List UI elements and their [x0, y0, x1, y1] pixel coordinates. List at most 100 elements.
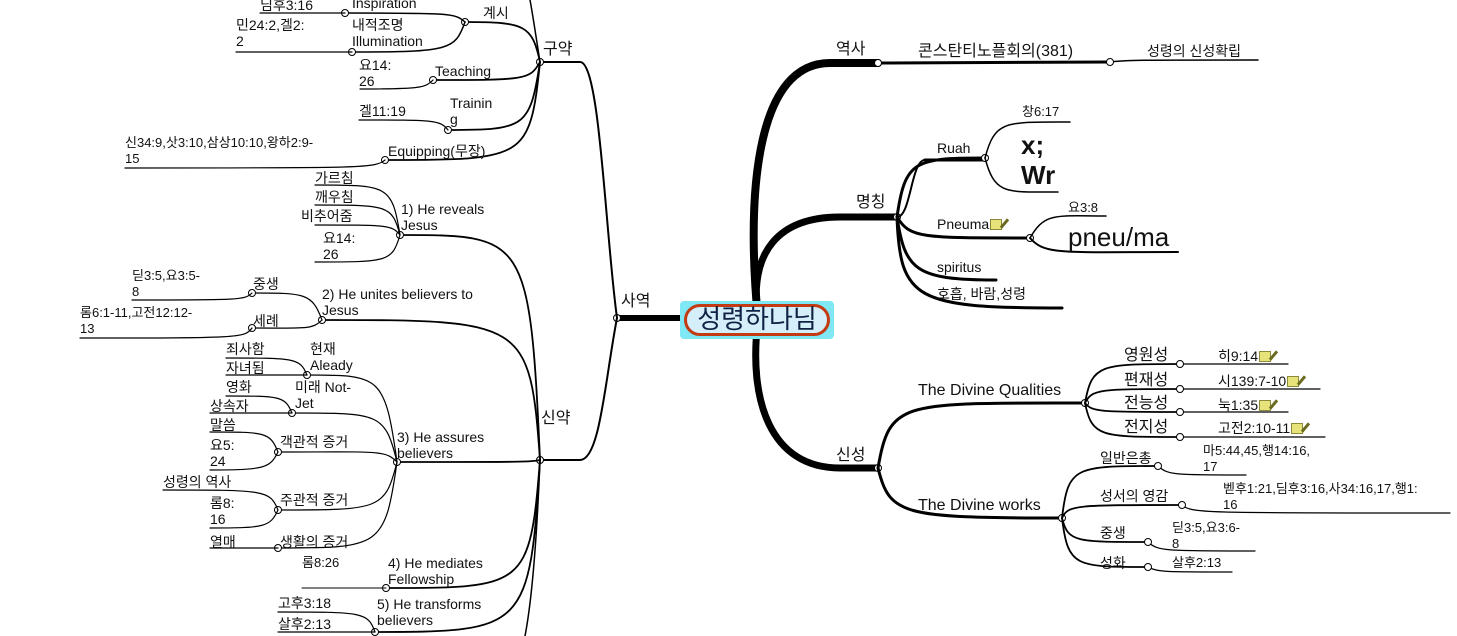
collapse-handle[interactable] — [1106, 58, 1114, 66]
quality-item-2[interactable]: 전능성 — [1124, 395, 1169, 412]
collapse-handle[interactable] — [874, 59, 882, 67]
leaf-subjective-1[interactable]: 롬8: 16 — [210, 495, 235, 527]
note-icon[interactable] — [1259, 351, 1272, 362]
leaf-already-0[interactable]: 죄사함 — [226, 341, 265, 357]
greek-pneuma[interactable]: pneu/ma — [1068, 222, 1170, 252]
topic-already[interactable]: 현재 Aleady — [310, 341, 353, 373]
topic-old-testament[interactable]: 구약 — [543, 41, 573, 58]
branch-new-testament-down — [524, 459, 541, 636]
topic-rebirth[interactable]: 중생 — [253, 276, 279, 292]
collapse-handle[interactable] — [1144, 563, 1152, 571]
topic-equipping[interactable]: Equipping(무장) — [388, 143, 486, 159]
topic-baptism[interactable]: 세례 — [253, 313, 279, 329]
topic-illumination[interactable]: 내적조명 Illumination — [352, 17, 423, 49]
ref-training[interactable]: 겔11:19 — [359, 103, 406, 119]
topic-inspiration[interactable]: Inspiration — [352, 0, 417, 11]
topic-divine-works[interactable]: The Divine works — [918, 497, 1041, 514]
leaf-line-not-yet-0 — [225, 395, 293, 414]
leaf-life-0[interactable]: 열매 — [210, 534, 236, 550]
quality-item-1[interactable]: 편재성 — [1124, 372, 1169, 389]
leaf-reveals-3[interactable]: 요14: 26 — [323, 230, 356, 262]
quality-item-3[interactable]: 전지성 — [1124, 419, 1169, 436]
quality-ref-1[interactable]: 시139:7-10 — [1218, 373, 1300, 389]
topic-korean-names[interactable]: 호흡, 바람,성령 — [937, 286, 1026, 302]
topic-training[interactable]: Trainin g — [450, 95, 493, 127]
topic-history[interactable]: 역사 — [836, 41, 866, 58]
ref-baptism[interactable]: 롬6:1-11,고전12:12- 13 — [80, 305, 193, 336]
quality-ref-3-text: 고전2:10-11 — [1218, 420, 1291, 436]
collapse-handle[interactable] — [1176, 408, 1184, 416]
ref-mediates[interactable]: 롬8:26 — [302, 555, 340, 570]
branch-not-yet — [291, 412, 398, 463]
note-icon[interactable] — [990, 219, 1003, 230]
ref-pneuma[interactable]: 요3:8 — [1068, 200, 1099, 215]
leaf-reveals-2[interactable]: 비추어줌 — [301, 208, 353, 224]
topic-transforms-believers[interactable]: 5) He transforms believers — [377, 596, 482, 628]
hebrew-ruah[interactable]: x; Wr — [1021, 130, 1056, 190]
work-item-3[interactable]: 성화 — [1100, 555, 1126, 571]
topic-names[interactable]: 명칭 — [856, 194, 886, 211]
collapse-handle[interactable] — [1176, 385, 1184, 393]
leaf-reveals-1[interactable]: 깨우침 — [315, 189, 354, 205]
work-item-1[interactable]: 성서의 영감 — [1100, 488, 1169, 504]
topic-new-testament[interactable]: 신약 — [541, 410, 571, 427]
topic-objective-evidence[interactable]: 객관적 증거 — [280, 434, 349, 450]
topic-deity[interactable]: 신성 — [836, 447, 866, 464]
topic-life-evidence[interactable]: 생활의 증거 — [280, 534, 349, 550]
quality-item-0[interactable]: 영원성 — [1124, 347, 1169, 364]
collapse-handle[interactable] — [1154, 462, 1162, 470]
leaf-objective-0[interactable]: 말씀 — [210, 417, 236, 433]
note-icon[interactable] — [1259, 400, 1272, 411]
quality-ref-2[interactable]: 눅1:35 — [1218, 397, 1272, 413]
leaf-objective-1[interactable]: 요5: 24 — [210, 437, 235, 469]
quality-ref-3[interactable]: 고전2:10-11 — [1218, 420, 1304, 436]
topic-not-yet[interactable]: 미래 Not- Jet — [295, 379, 352, 411]
work-ref-3[interactable]: 살후2:13 — [1172, 555, 1222, 570]
ref-rebirth[interactable]: 딛3:5,요3:5- 8 — [132, 268, 201, 299]
topic-spiritus[interactable]: spiritus — [937, 259, 982, 275]
topic-ruah[interactable]: Ruah — [937, 140, 971, 156]
ref-equipping[interactable]: 신34:9,삿3:10,삼상10:10,왕하2:9- 15 — [125, 135, 314, 166]
leaf-already-1[interactable]: 자녀됨 — [226, 360, 265, 376]
collapse-handle[interactable] — [1178, 501, 1186, 509]
note-icon[interactable] — [1287, 376, 1300, 387]
leaf-not-yet-0[interactable]: 영화 — [226, 379, 252, 395]
topic-ministry[interactable]: 사역 — [621, 293, 651, 310]
topic-unites-believers[interactable]: 2) He unites believers to Jesus — [322, 286, 473, 318]
topic-divine-qualities[interactable]: The Divine Qualities — [918, 382, 1062, 399]
ref-illumination[interactable]: 민24:2,겔2: 2 — [236, 17, 305, 49]
leaf-council-result[interactable]: 성령의 신성확립 — [1147, 43, 1242, 59]
note-icon[interactable] — [1291, 423, 1304, 434]
topic-teaching[interactable]: Teaching — [435, 63, 492, 79]
ref-teaching[interactable]: 요14: 26 — [359, 57, 392, 89]
leaf-reveals-0[interactable]: 가르침 — [315, 170, 354, 186]
topic-mediates-fellowship[interactable]: 4) He mediates Fellowship — [388, 555, 483, 587]
topic-pneuma[interactable]: Pneuma — [937, 216, 1003, 232]
topic-revelation[interactable]: 계시 — [483, 5, 509, 21]
collapse-handle[interactable] — [1176, 360, 1184, 368]
work-ref-1[interactable]: 벧후1:21,딤후3:16,사34:16,17,행1: 16 — [1223, 481, 1418, 512]
leaf-transforms-0[interactable]: 고후3:18 — [278, 595, 332, 611]
branch-spiritus — [895, 215, 998, 282]
quality-ref-0[interactable]: 히9:14 — [1218, 348, 1272, 364]
topic-subjective-evidence[interactable]: 주관적 증거 — [280, 492, 349, 508]
branch-unites — [321, 319, 541, 461]
leaf-subjective-0[interactable]: 성령의 역사 — [163, 474, 232, 490]
quality-ref-1-text: 시139:7-10 — [1218, 373, 1287, 389]
branch-quality-2 — [1084, 402, 1181, 413]
ref-inspiration[interactable]: 딤후3:16 — [260, 0, 314, 13]
central-topic[interactable]: 성령하나님 — [680, 301, 834, 339]
work-item-2[interactable]: 중생 — [1100, 525, 1126, 541]
leaf-transforms-1[interactable]: 살후2:13 — [278, 616, 332, 632]
ref-line-equipping — [124, 159, 386, 169]
work-item-0[interactable]: 일반은총 — [1100, 450, 1152, 466]
leaf-not-yet-1[interactable]: 상속자 — [210, 398, 249, 414]
work-ref-0[interactable]: 마5:44,45,행14:16, 17 — [1203, 443, 1311, 474]
topic-reveals-jesus[interactable]: 1) He reveals Jesus — [401, 201, 485, 233]
topic-assures-believers[interactable]: 3) He assures believers — [397, 429, 485, 461]
work-ref-2[interactable]: 딛3:5,요3:6- 8 — [1172, 520, 1241, 551]
topic-council[interactable]: 콘스탄티노플회의(381) — [918, 43, 1074, 60]
collapse-handle[interactable] — [1176, 433, 1184, 441]
collapse-handle[interactable] — [1144, 538, 1152, 546]
ref-ruah[interactable]: 창6:17 — [1022, 104, 1060, 119]
